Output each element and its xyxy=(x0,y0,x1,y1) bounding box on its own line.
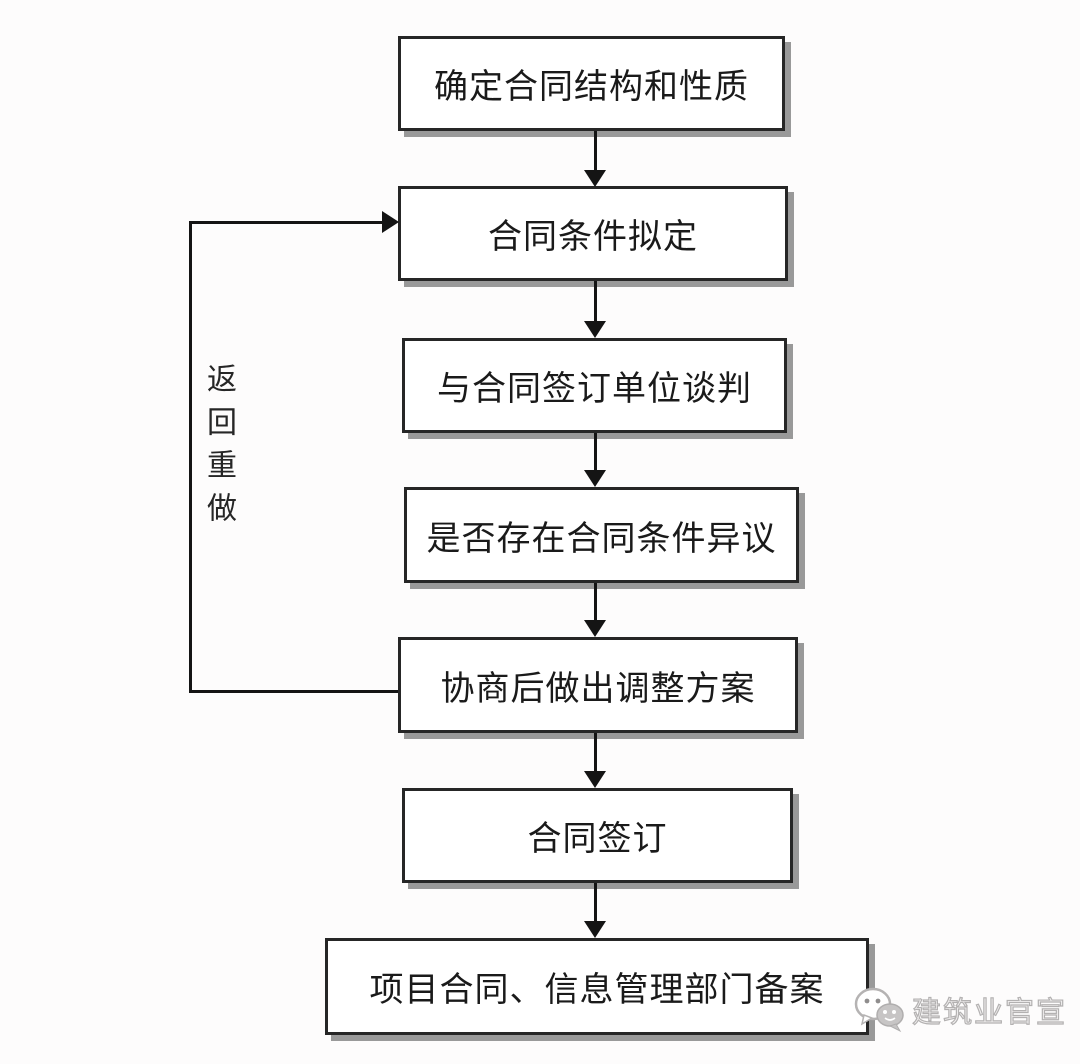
arrow-right-icon xyxy=(382,211,399,233)
flow-step-label: 合同条件拟定 xyxy=(488,219,698,256)
loop-line-bottom xyxy=(189,690,398,693)
flow-step-objection-check: 是否存在合同条件异议 xyxy=(404,487,799,583)
connector-line-3-4 xyxy=(594,433,597,472)
arrow-down-icon xyxy=(584,771,606,788)
flow-step-label: 协商后做出调整方案 xyxy=(440,670,756,708)
loop-label: 返回重做 xyxy=(202,363,235,535)
loop-line-vertical xyxy=(189,221,192,693)
flow-step-negotiate: 与合同签订单位谈判 xyxy=(402,338,787,433)
watermark: 建筑业官宣 xyxy=(852,982,1067,1038)
flow-step-label: 项目合同、信息管理部门备案 xyxy=(369,972,825,1009)
wechat-icon xyxy=(854,987,904,1033)
arrow-down-icon xyxy=(584,321,606,338)
flow-step-draft-conditions: 合同条件拟定 xyxy=(398,186,788,281)
connector-line-1-2 xyxy=(594,131,597,172)
flow-step-label: 与合同签订单位谈判 xyxy=(437,371,752,408)
arrow-down-icon xyxy=(584,170,606,187)
connector-line-6-7 xyxy=(594,883,597,923)
flow-step-filing: 项目合同、信息管理部门备案 xyxy=(325,938,869,1035)
loop-line-top xyxy=(189,221,384,224)
arrow-down-icon xyxy=(584,470,606,487)
connector-line-4-5 xyxy=(594,583,597,622)
flow-step-label: 确定合同结构和性质 xyxy=(434,69,749,106)
watermark-text: 建筑业官宣 xyxy=(911,996,1068,1029)
arrow-down-icon xyxy=(584,921,606,938)
flow-step-sign-contract: 合同签订 xyxy=(402,788,793,883)
connector-line-2-3 xyxy=(594,281,597,323)
connector-line-5-6 xyxy=(594,733,597,773)
flow-step-determine-structure: 确定合同结构和性质 xyxy=(398,36,785,131)
flow-step-adjustment-plan: 协商后做出调整方案 xyxy=(398,637,798,733)
flow-step-label: 合同签订 xyxy=(527,821,668,858)
flow-step-label: 是否存在合同条件异议 xyxy=(426,520,777,558)
arrow-down-icon xyxy=(584,620,606,637)
